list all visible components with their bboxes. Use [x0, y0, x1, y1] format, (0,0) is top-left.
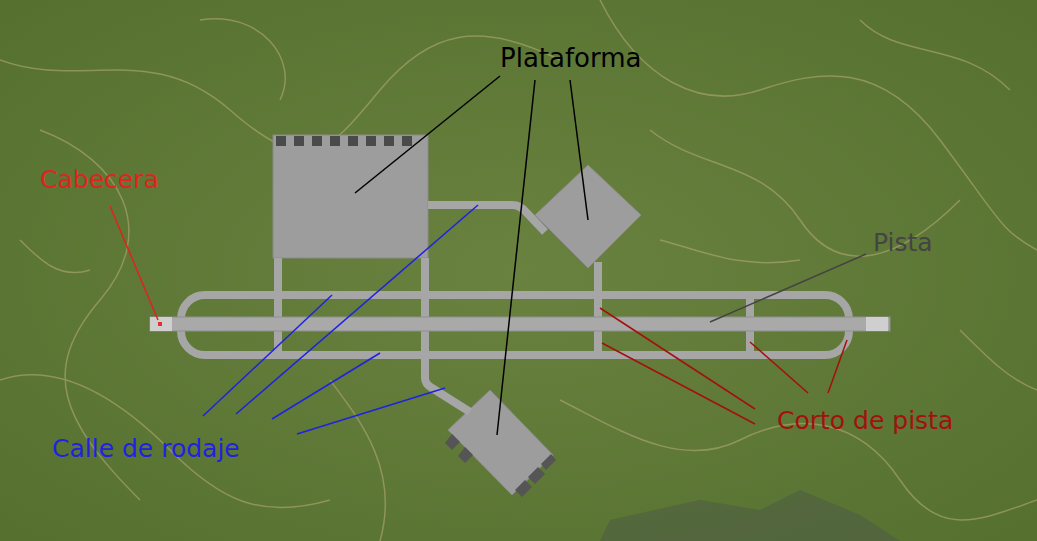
threshold-label: Cabecera — [40, 166, 159, 194]
leader-line — [710, 254, 866, 322]
apron-label: Plataforma — [500, 44, 642, 73]
leader-lines — [203, 205, 478, 434]
hangars — [276, 136, 412, 146]
leader-line — [110, 206, 158, 320]
threshold-light — [158, 322, 162, 326]
threshold — [150, 317, 172, 331]
terrain-feature — [600, 490, 900, 541]
leader-lines — [355, 76, 588, 435]
taxiways — [181, 205, 849, 412]
taxiway-label: Calle de rodaje — [52, 435, 240, 463]
runway-label: Pista — [873, 229, 933, 257]
runway — [150, 317, 890, 331]
hangars — [445, 434, 556, 497]
threshold — [866, 317, 888, 331]
holding-point-label: Corto de pista — [777, 407, 953, 435]
